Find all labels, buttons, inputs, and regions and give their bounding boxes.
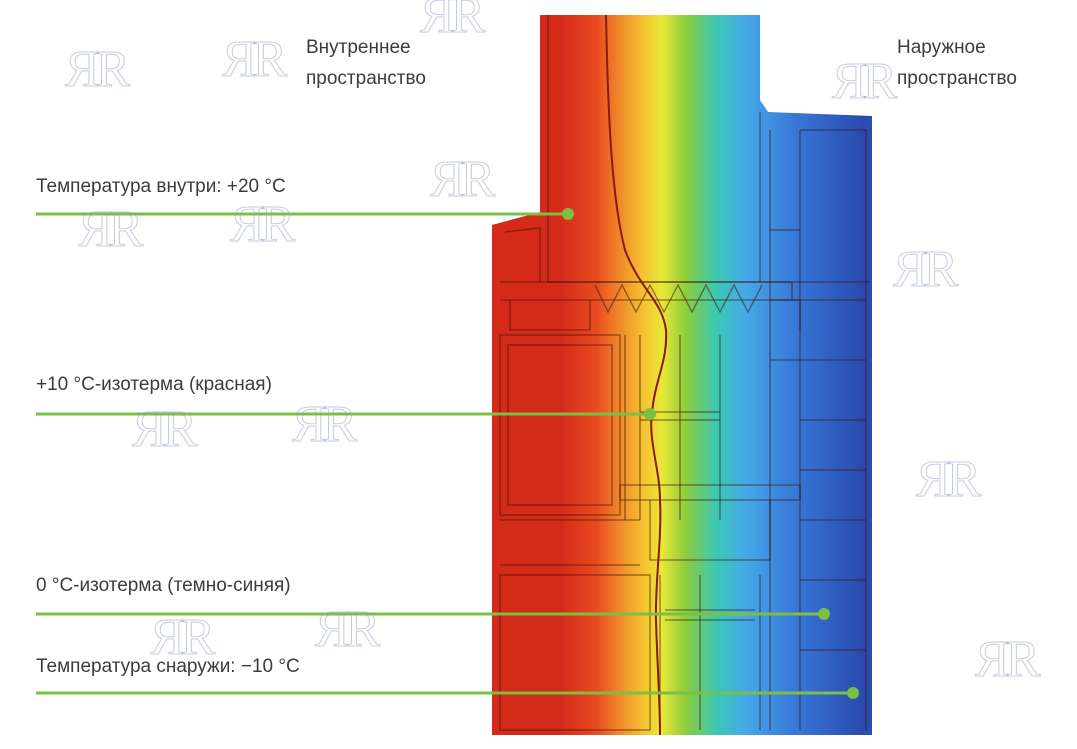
window-profile-section <box>492 15 872 735</box>
inside-space-label: Внутреннее пространство <box>306 32 426 94</box>
outside-space-label: Наружное пространство <box>897 32 1017 94</box>
leader-dot-10c <box>644 408 656 420</box>
outside-label-line-1: Наружное <box>897 37 986 58</box>
inside-label-line-2: пространство <box>306 68 426 89</box>
callout-inside-temperature: Температура внутри: +20 °C <box>36 176 286 197</box>
callout-0c-isotherm: 0 °C-изотерма (темно-синяя) <box>36 575 291 596</box>
leader-dot-outside <box>847 687 859 699</box>
callout-outside-temperature: Температура снаружи: −10 °C <box>36 656 300 677</box>
callout-10c-isotherm: +10 °C-изотерма (красная) <box>36 374 272 395</box>
isotherm-curve <box>605 14 668 736</box>
outside-label-line-2: пространство <box>897 68 1017 89</box>
leader-lines <box>36 208 859 699</box>
inside-label-line-1: Внутреннее <box>306 37 411 58</box>
leader-dot-inside <box>562 208 574 220</box>
leader-dot-0c <box>818 608 830 620</box>
